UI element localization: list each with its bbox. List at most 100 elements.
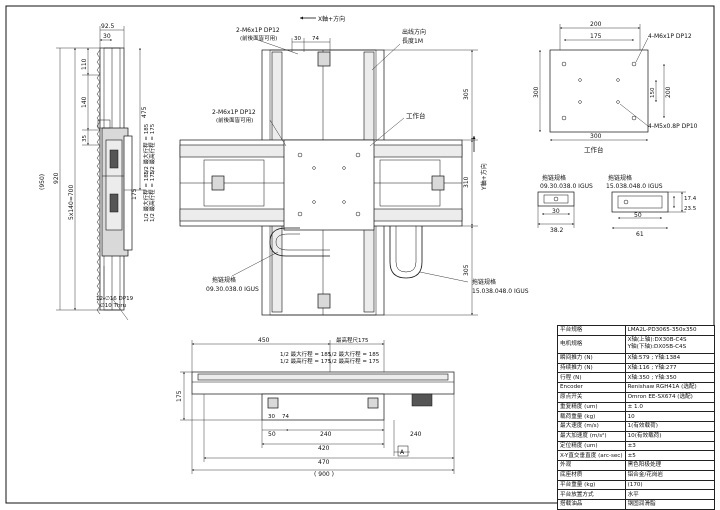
- spec-value-line: X轴(上轴):DX30B-C4S: [627, 337, 687, 344]
- tap-callout-side-2: (前後面皆可用): [216, 116, 253, 124]
- front-carriage: [261, 393, 385, 421]
- dim-175-front: 175: [176, 390, 183, 402]
- dim-900-front: ( 900 ): [314, 471, 334, 478]
- datum-label: A: [400, 449, 405, 456]
- spec-value-line: 1(有效载荷): [627, 423, 658, 430]
- cable-exit-2: 長度1M: [402, 37, 423, 45]
- spec-value-line: Y轴(下轴):DX05B-C4S: [627, 344, 687, 351]
- tap-callout-top-2: (前後面皆可用): [240, 34, 277, 42]
- chain-section-left-title-2: 09.30.038.0 IGUS: [540, 183, 593, 190]
- dim-pitch: 5x140=700: [68, 185, 75, 220]
- chain-left-label-1: 拖链规格: [212, 276, 236, 284]
- chain-section-left: 拖链规格 09.30.038.0 IGUS 30 38.2: [537, 174, 593, 234]
- spec-key: 原点开关: [557, 391, 626, 403]
- spec-row: 平台放置方式水平: [557, 489, 716, 500]
- spec-row: 最大加速度 (m/s²)10(有效载荷): [557, 430, 716, 442]
- top-view: 2-M6x1P DP12 (前後面皆可用) X軸+方向 出线方向 長度1M 2-…: [179, 15, 529, 316]
- spec-key: 平台重量 (kg): [557, 479, 626, 491]
- chain-left-profile: [537, 191, 575, 207]
- spec-key: 载荷重量 (kg): [557, 411, 626, 422]
- spec-row: 重复精度 (um)± 1.0: [557, 401, 716, 413]
- dim-310: 310: [463, 176, 470, 188]
- left-tick-4: 1/2 最高行程 = 175: [148, 170, 156, 222]
- spec-key: Encoder: [557, 382, 626, 393]
- dim-450: 450: [258, 337, 270, 344]
- cable-chain-right: [389, 226, 423, 279]
- chain-section-left-title-1: 拖链规格: [542, 174, 566, 182]
- sheet-border: [5, 5, 715, 504]
- table-dim-300-side: 300: [533, 86, 540, 98]
- left-tick-2: 1/2 最高行程 = 175: [148, 123, 156, 175]
- dim-240b-front: 240: [410, 431, 422, 438]
- spec-row: 行程 (N)X轴:350 ; Y轴:350: [557, 372, 716, 383]
- spec-value: X轴:350 ; Y轴:350: [624, 372, 716, 383]
- spec-row: 定位精度 (um)±3: [557, 440, 716, 452]
- spec-key: 外观: [557, 460, 626, 471]
- dim-175-left: 175: [131, 188, 138, 200]
- table-detail-plate: [549, 49, 649, 133]
- spec-key: X-Y直交垂直度 (arc-sec): [557, 450, 626, 461]
- spec-value-line: 钢固润滑脂: [627, 501, 656, 508]
- front-tick-4: 1/2 最高行程 = 175: [328, 357, 380, 365]
- spec-value: ±5: [624, 450, 716, 461]
- chain-section-right-title-2: 15.038.048.0 IGUS: [606, 183, 663, 190]
- front-tick-2: 1/2 最高行程 = 175: [280, 357, 332, 365]
- spec-value-line: 水平: [627, 491, 639, 498]
- spec-key: 最大加速度 (m/s²): [557, 430, 626, 442]
- spec-value: 1(有效载荷): [624, 421, 716, 432]
- table-detail-view: 200 175 300 150 200 300 4-M6x1P DP12 4-M…: [533, 21, 698, 154]
- chain-right-w-outer: 61: [636, 231, 644, 238]
- chain-left-w-outer: 38.2: [550, 227, 564, 234]
- work-table-top: [283, 139, 375, 231]
- chain-section-right: 拖链规格 15.038.048.0 IGUS 50 61 17.4 23.5: [606, 174, 697, 238]
- bellows-cover: [96, 49, 101, 315]
- chain-right-h-inner: 17.4: [684, 196, 697, 202]
- y-axis-direction: Y軸+方向: [480, 163, 488, 191]
- dim-305-lower: 305: [463, 264, 470, 276]
- spec-key: 持续推力 (N): [557, 362, 626, 374]
- front-view: 450 最高程尺175 1/2 最大行程 = 185 1/2 最高行程 = 17…: [176, 336, 455, 478]
- spec-key: 电机规格: [557, 334, 626, 354]
- spec-key: 重复精度 (um): [557, 401, 626, 413]
- dim-92-5: 92.5: [101, 23, 115, 30]
- dim-74-top-view: 74: [312, 36, 319, 42]
- dim-950: (950): [39, 174, 46, 190]
- spec-value: X轴:116 ; Y轴:277: [624, 362, 716, 374]
- dim-50-front: 50: [268, 431, 276, 438]
- spec-key: 搭载油品: [557, 499, 626, 510]
- spec-value: 水平: [624, 489, 716, 500]
- spec-value-line: ±3: [627, 442, 636, 449]
- dim-470-front: 470: [318, 459, 330, 466]
- dim-74-front: 74: [282, 414, 289, 420]
- limit-block-left: [211, 175, 225, 191]
- spec-value: 钢固润滑脂: [624, 499, 716, 510]
- spec-value: ±3: [624, 440, 716, 452]
- spec-row: 持续推力 (N)X轴:116 ; Y轴:277: [557, 362, 716, 374]
- spec-key: 行程 (N): [557, 372, 626, 383]
- spec-value: LMA2L-PD3065-350x350: [624, 325, 716, 336]
- front-tick-3: 1/2 最大行程 = 185: [328, 350, 380, 358]
- front-tick-1: 1/2 最大行程 = 185: [280, 350, 332, 358]
- table-dim-200-v: 200: [665, 86, 672, 98]
- table-dim-150: 150: [650, 87, 656, 98]
- dim-35: 35: [82, 135, 88, 142]
- dim-420-front: 420: [318, 445, 330, 452]
- left-tick-1: 1/2 最大行程 = 185: [142, 123, 150, 175]
- chain-right-profile: [611, 191, 669, 213]
- dim-30-top-view: 30: [294, 36, 301, 42]
- table-detail-label: 工作台: [584, 145, 604, 154]
- spec-row: 平台重量 (kg)(170): [557, 479, 716, 491]
- spec-value-line: X轴:116 ; Y轴:277: [627, 364, 677, 371]
- cable-chain-left: [269, 227, 330, 257]
- left-hole-note-2: ∅10 Thru: [100, 303, 126, 309]
- spec-value: X轴:579 ; Y轴:1384: [624, 352, 716, 364]
- spec-value: 10(有效载荷): [624, 430, 716, 442]
- spec-row: 载荷重量 (kg)10: [557, 411, 716, 422]
